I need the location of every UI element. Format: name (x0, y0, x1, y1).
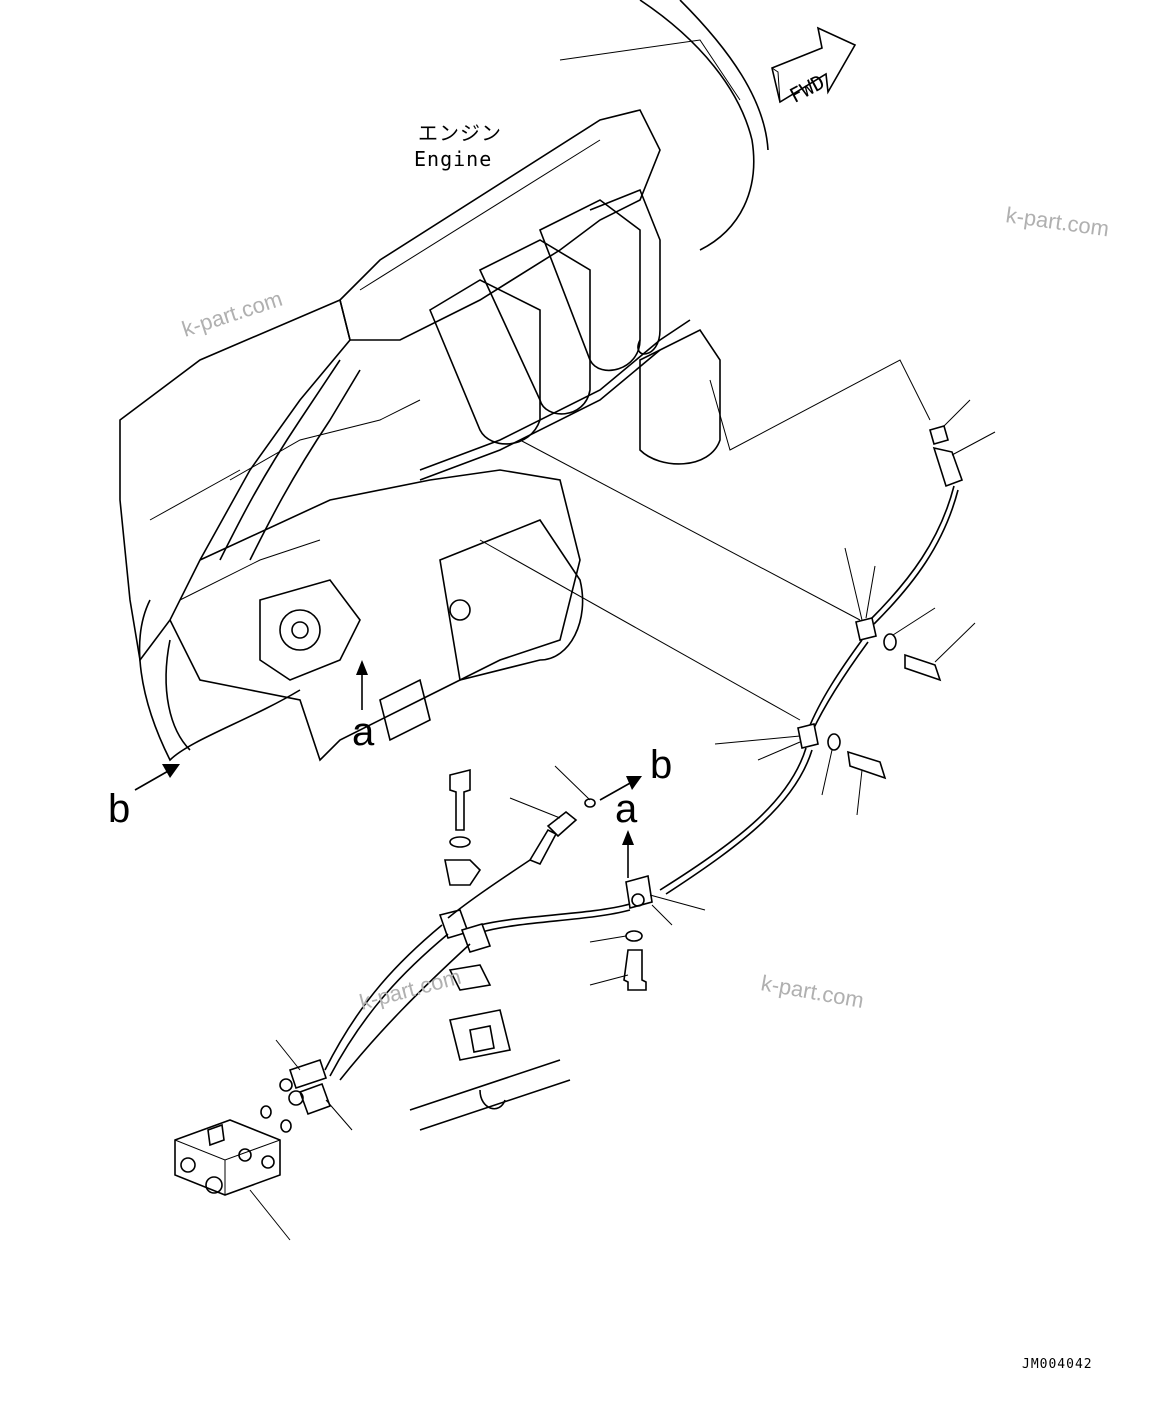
watermark-2: k-part.com (179, 286, 286, 342)
fwd-arrow-icon: FWD (771, 26, 857, 108)
ref-label-b-engine: b (108, 787, 130, 831)
engine-drawing (119, 0, 769, 762)
ref-label-a-hose: a (615, 787, 638, 831)
upper-hose-assembly (659, 399, 996, 895)
leader-lines (479, 359, 931, 721)
watermark-3: k-part.com (759, 970, 866, 1013)
engine-label-jp: エンジン (418, 121, 502, 145)
engine-label-en: Engine (414, 147, 492, 171)
fwd-label: FWD (785, 70, 828, 108)
watermark-4: k-part.com (357, 964, 464, 1015)
watermark-1: k-part.com (1004, 202, 1110, 241)
lower-hose-assembly (174, 765, 706, 1241)
drawing-code: JM004042 (1022, 1357, 1093, 1372)
ref-arrow-b-engine (134, 769, 171, 791)
ref-label-a-engine: a (352, 710, 375, 754)
ref-label-b-hose: b (650, 743, 672, 787)
